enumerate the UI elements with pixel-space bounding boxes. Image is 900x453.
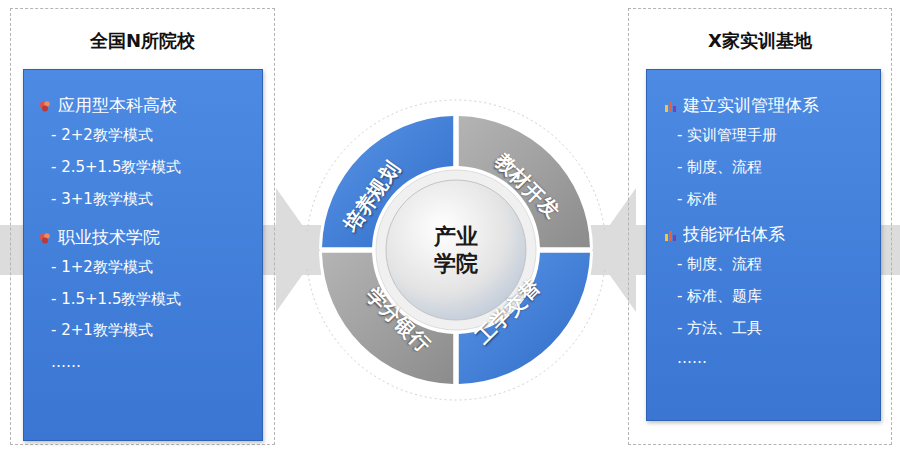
list-row: ……	[677, 349, 707, 367]
block-arrow	[592, 188, 646, 312]
list-heading: 建立实训管理体系	[683, 94, 819, 117]
source-panel: X家实训基地建立实训管理体系 - 实训管理手册 - 制度、流程 - 标准技能评估体系 -…	[628, 8, 892, 445]
panel-title: 全国N所院校	[11, 29, 274, 53]
segment-label: 工学交替	[470, 274, 546, 350]
list-row: ……	[51, 353, 81, 371]
list-item: - 标准、题库	[677, 287, 762, 306]
list-row: - 标准、题库	[677, 287, 762, 306]
list-item: - 实训管理手册	[677, 126, 777, 145]
list-row: - 2+1教学模式	[51, 321, 153, 340]
school-list-box: 应用型本科高校 - 2+2教学模式 - 2.5+1.5教学模式 - 3+1教学模式职业…	[23, 69, 263, 441]
ring-backdrop	[319, 113, 593, 387]
list-item: - 制度、流程	[677, 158, 762, 177]
hub-label: 产业 学院	[431, 223, 482, 278]
list-item: - 方法、工具	[677, 319, 762, 338]
list-row: - 制度、流程	[677, 158, 762, 177]
list-row: 职业技术学院	[39, 226, 160, 249]
list-row: - 标准	[677, 190, 717, 209]
list-row: 建立实训管理体系	[664, 94, 819, 117]
block-arrow	[263, 188, 320, 312]
list-item: - 3+1教学模式	[51, 190, 153, 209]
bullet-icon	[39, 100, 51, 112]
segment-label: 培养规划	[338, 156, 406, 237]
list-heading: 应用型本科高校	[58, 94, 177, 117]
bullet-icon	[664, 229, 676, 241]
center-hub: 产业 学院	[386, 180, 526, 320]
panel-title: X家实训基地	[629, 29, 891, 53]
list-item: - 标准	[677, 190, 717, 209]
list-row: - 1.5+1.5教学模式	[51, 290, 181, 309]
bullet-icon	[39, 232, 51, 244]
list-row: - 2.5+1.5教学模式	[51, 158, 181, 177]
list-row: - 1+2教学模式	[51, 258, 153, 277]
list-row: - 3+1教学模式	[51, 190, 153, 209]
ring-segment: 培养规划	[338, 156, 406, 237]
segment-label: 学分银行	[360, 282, 436, 358]
list-item: - 制度、流程	[677, 255, 762, 274]
ring-dotted-outline	[306, 100, 606, 400]
list-row: - 实训管理手册	[677, 126, 777, 145]
list-heading: 职业技术学院	[58, 226, 160, 249]
list-item: ……	[51, 353, 81, 371]
list-row: 应用型本科高校	[39, 94, 177, 117]
list-row: 技能评估体系	[664, 223, 785, 246]
list-item: - 1+2教学模式	[51, 258, 153, 277]
list-item: - 1.5+1.5教学模式	[51, 290, 181, 309]
ring-segment: 教材开发	[489, 148, 565, 224]
source-panel: 全国N所院校应用型本科高校 - 2+2教学模式 - 2.5+1.5教学模式 - 3+1…	[10, 8, 275, 445]
training-list-box: 建立实训管理体系 - 实训管理手册 - 制度、流程 - 标准技能评估体系 - 制度、流程…	[646, 69, 881, 421]
segment-label: 教材开发	[489, 148, 565, 224]
ring-segment: 学分银行	[360, 282, 436, 358]
list-heading: 技能评估体系	[683, 223, 785, 246]
ring-group	[306, 100, 606, 400]
list-row: - 制度、流程	[677, 255, 762, 274]
ring-segment: 工学交替	[470, 274, 546, 350]
bullet-icon	[664, 100, 676, 112]
list-item: - 2+2教学模式	[51, 126, 153, 145]
list-row: - 2+2教学模式	[51, 126, 153, 145]
list-item: - 2.5+1.5教学模式	[51, 158, 181, 177]
list-row: - 方法、工具	[677, 319, 762, 338]
list-item: ……	[677, 349, 707, 367]
list-item: - 2+1教学模式	[51, 321, 153, 340]
